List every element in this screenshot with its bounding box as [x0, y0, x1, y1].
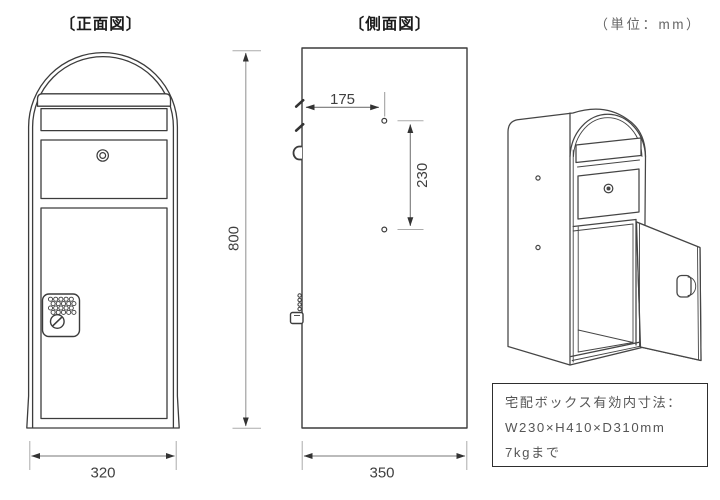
- spec-line-weight: 7kgまで: [505, 445, 561, 460]
- unit-note: （単位：mm）: [594, 17, 702, 32]
- front-width-dimension: 320: [29, 441, 177, 482]
- dial-keypad-icon: [41, 293, 81, 338]
- handle-profile: [289, 311, 304, 325]
- mail-slot-opening: [40, 107, 168, 132]
- height-label: 800: [226, 226, 243, 251]
- hole-offset-dimension: 175: [305, 91, 386, 117]
- side-view-title: 〔側面図〕: [348, 16, 432, 33]
- front-outer-shell: [26, 52, 180, 429]
- spec-box: 宅配ボックス有効内寸法： W230×H410×D310mm 7kgまで: [492, 383, 708, 467]
- open-compartment: [570, 218, 642, 361]
- side-width-dimension: 350: [301, 441, 468, 482]
- cylinder-lock-icon: [96, 149, 109, 162]
- side-view-drawing: 175 230 800 350: [226, 47, 468, 482]
- lock-profile-bump: [292, 145, 302, 161]
- side-hole-top-3d: [535, 175, 541, 181]
- lower-door-panel: [40, 207, 168, 420]
- open-door-3d: [635, 221, 702, 362]
- hole-pitch-dimension: 230: [397, 120, 431, 230]
- front-view-drawing: 320: [26, 52, 180, 482]
- upper-door-panel: [40, 139, 168, 200]
- front-view-title: 〔正面図〕: [59, 16, 143, 33]
- upper-door-3d: [577, 168, 640, 220]
- front-width-label: 320: [90, 465, 115, 482]
- product-illustration-3d: [507, 108, 702, 366]
- side-hole-bottom-3d: [535, 244, 541, 251]
- flap-hinge-marks: [294, 98, 305, 132]
- mail-flap-3d: [575, 137, 642, 164]
- hole-pitch-label: 230: [414, 163, 431, 188]
- hole-offset-label: 175: [330, 91, 355, 108]
- keypad-profile-dots: [297, 293, 302, 312]
- spec-line-size: W230×H410×D310mm: [505, 420, 666, 435]
- spec-line-title: 宅配ボックス有効内寸法：: [505, 395, 683, 410]
- door-handle: [676, 274, 692, 298]
- height-dimension: 800: [226, 50, 261, 429]
- mail-slot-flap: [36, 93, 172, 107]
- mount-hole-bottom: [381, 226, 388, 233]
- side-width-label: 350: [369, 465, 394, 482]
- mount-hole-top: [381, 117, 388, 124]
